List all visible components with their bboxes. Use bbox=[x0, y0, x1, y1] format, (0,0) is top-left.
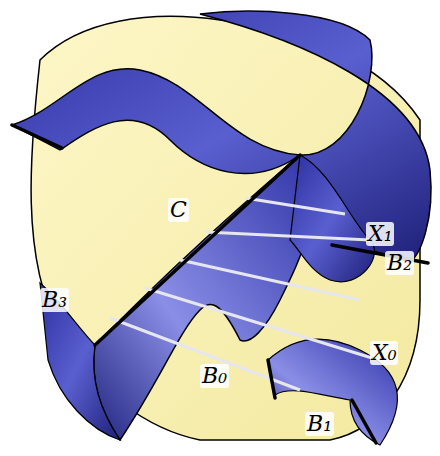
point-label: B₀ bbox=[200, 364, 229, 388]
point-label: B₃ bbox=[40, 288, 69, 312]
point-label: B₁ bbox=[305, 412, 334, 436]
point-label: C bbox=[168, 198, 189, 222]
point-label: B₂ bbox=[385, 251, 414, 275]
point-label: X₁ bbox=[366, 222, 394, 246]
point-label: X₀ bbox=[370, 341, 398, 365]
